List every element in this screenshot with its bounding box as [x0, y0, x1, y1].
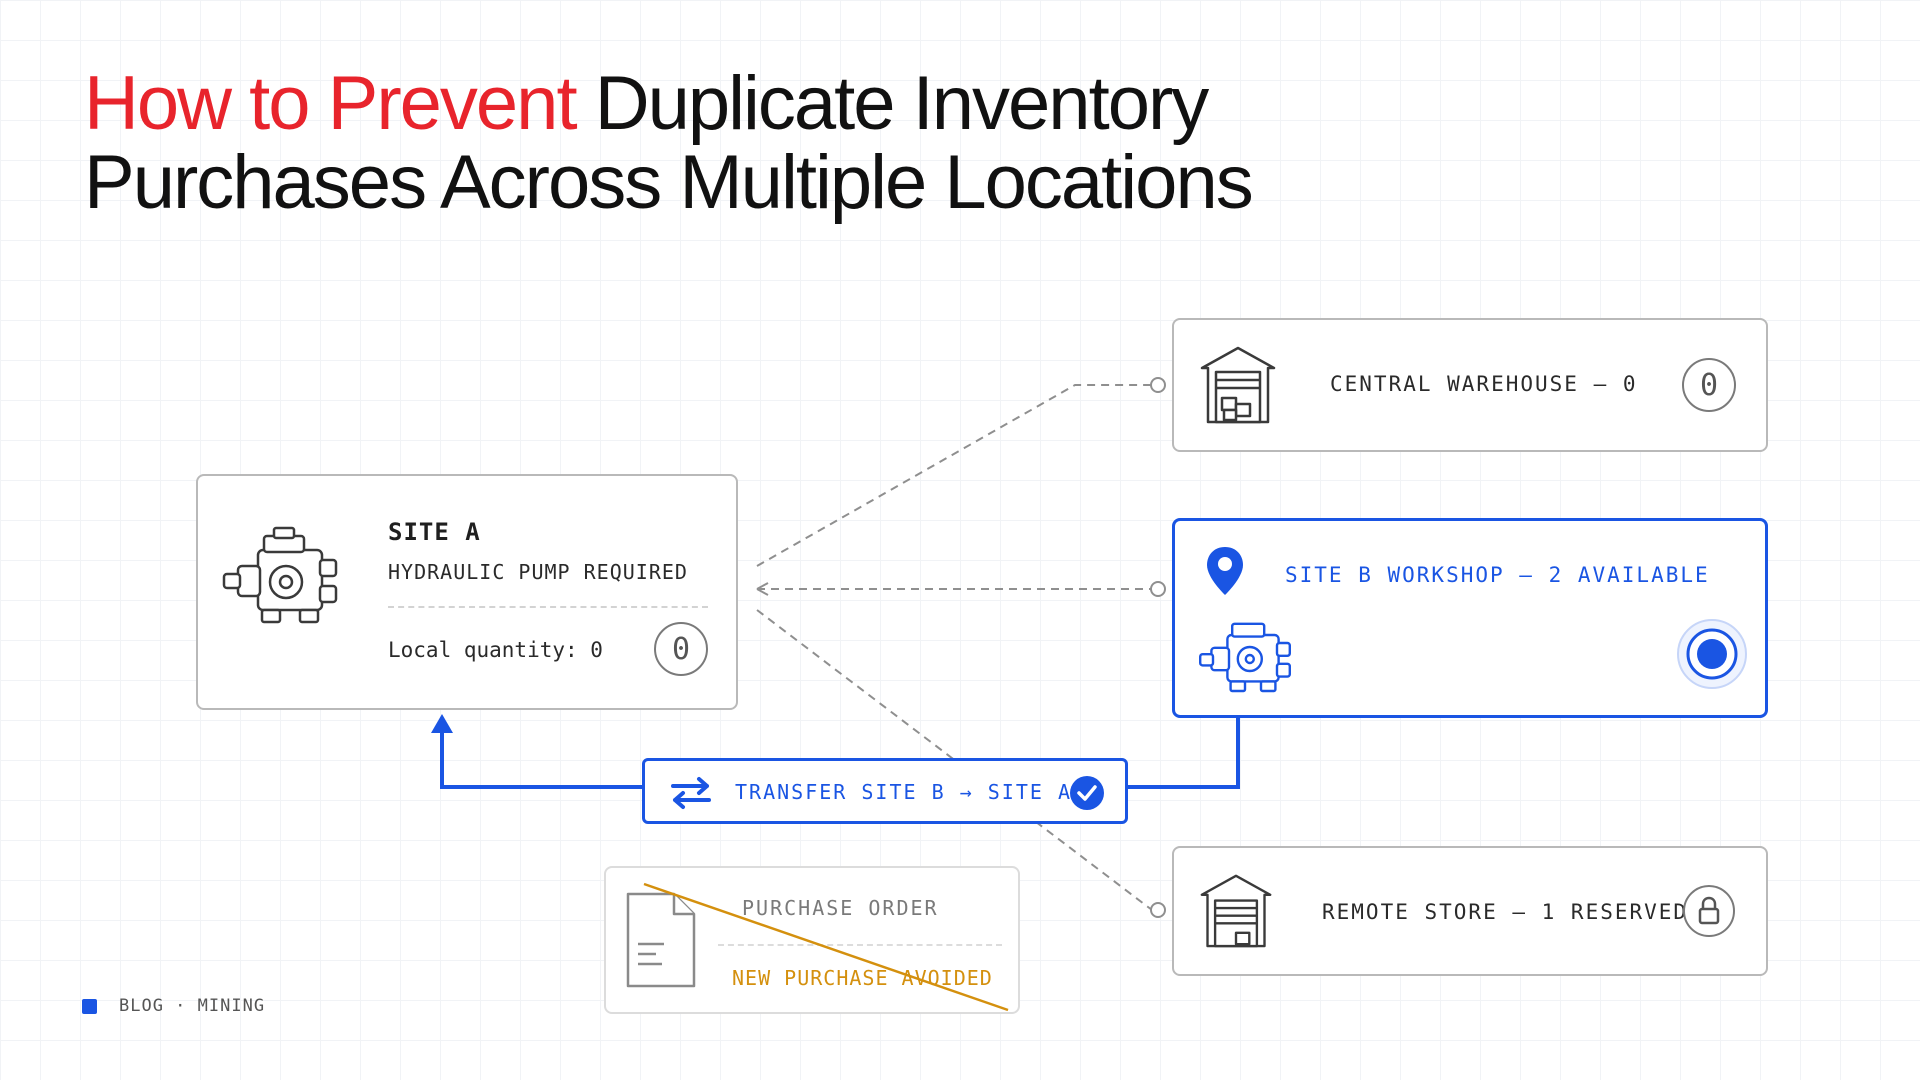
site-a-card[interactable]: SITE A HYDRAULIC PUMP REQUIRED Local qua… [196, 474, 738, 710]
title-accent: How to Prevent [84, 61, 578, 146]
site-a-name: SITE A [388, 518, 481, 546]
site-a-quantity: Local quantity: 0 [388, 638, 603, 662]
title-line2: Purchases Across Multiple Locations [84, 140, 1254, 225]
central-warehouse-zero-badge: 0 [1682, 358, 1736, 412]
swap-arrows-icon [671, 777, 711, 809]
site-a-requirement: HYDRAULIC PUMP REQUIRED [388, 560, 688, 584]
remote-store-card[interactable]: REMOTE STORE – 1 RESERVED [1172, 846, 1768, 976]
warehouse-icon [1200, 346, 1276, 424]
footer: BLOG · MINING [82, 996, 265, 1016]
transfer-button[interactable]: TRANSFER SITE B → SITE A [642, 758, 1128, 824]
footer-text: BLOG · MINING [119, 996, 266, 1016]
central-warehouse-label: CENTRAL WAREHOUSE – 0 [1330, 372, 1638, 396]
site-b-workshop-label: SITE B WORKSHOP – 2 AVAILABLE [1285, 563, 1710, 587]
page-title: How to Prevent Duplicate Inventory Purch… [84, 61, 1254, 225]
transfer-label: TRANSFER SITE B → SITE A [735, 780, 1072, 804]
title-rest: Duplicate Inventory [594, 61, 1210, 146]
purchase-order-status: NEW PURCHASE AVOIDED [732, 966, 993, 990]
remote-store-label: REMOTE STORE – 1 RESERVED [1322, 900, 1689, 924]
location-pin-icon [1207, 547, 1243, 595]
document-icon [626, 892, 696, 988]
site-a-divider [388, 606, 708, 608]
hydraulic-pump-icon [222, 526, 338, 624]
warehouse-icon [1200, 874, 1272, 948]
purchase-order-divider [718, 944, 1002, 946]
purchase-order-title: PURCHASE ORDER [742, 896, 939, 920]
site-a-zero-badge: 0 [654, 622, 708, 676]
brand-square-icon [82, 998, 97, 1014]
central-warehouse-card[interactable]: CENTRAL WAREHOUSE – 0 0 [1172, 318, 1768, 452]
check-circle-icon [1070, 776, 1104, 810]
lock-icon [1683, 885, 1735, 937]
purchase-order-card: PURCHASE ORDER NEW PURCHASE AVOIDED [604, 866, 1020, 1014]
strikethrough-line [643, 882, 1009, 1012]
hydraulic-pump-icon [1199, 622, 1291, 693]
site-b-workshop-card[interactable]: SITE B WORKSHOP – 2 AVAILABLE [1172, 518, 1768, 718]
selected-radio-icon [1677, 619, 1747, 689]
